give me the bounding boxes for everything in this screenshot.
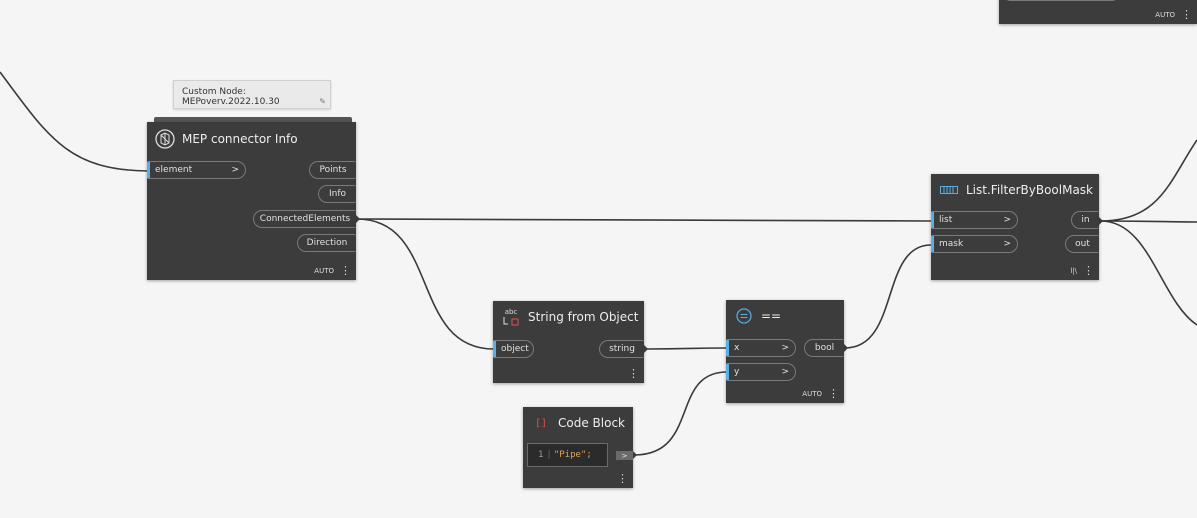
wire-connected-to-list[interactable] [356, 218, 932, 222]
port-label: element [155, 165, 193, 175]
port-label: bool [814, 343, 835, 353]
port-label: out [1075, 239, 1090, 249]
node-footer: AUTO ⋮ [802, 387, 839, 400]
port-label: Info [328, 189, 347, 199]
input-port-list[interactable]: list > [931, 211, 1018, 229]
nub-bool-out [844, 344, 848, 352]
nub-filter-in-out [1099, 217, 1103, 225]
node-title: Code Block [558, 416, 625, 430]
node-title: == [761, 309, 782, 323]
node-header[interactable]: MEP connector Info [147, 122, 356, 156]
port-label: ConnectedElements [259, 214, 351, 224]
node-footer: ⋮ [622, 367, 639, 380]
input-port-mask[interactable]: mask > [931, 235, 1018, 253]
port-label: y [734, 367, 740, 377]
string-icon: abc [501, 307, 521, 327]
lacing-label: AUTO [1155, 10, 1175, 19]
port-arrow: > [231, 165, 239, 175]
output-port-string[interactable]: string [599, 340, 644, 358]
port-arrow: > [621, 451, 628, 460]
more-icon[interactable]: ⋮ [828, 387, 839, 400]
port-label: object [501, 344, 529, 354]
node-list-filter-by-bool-mask[interactable]: List.FilterByBoolMask list > mask > in o… [931, 174, 1099, 280]
output-port-code[interactable]: > [616, 451, 633, 460]
port-label: Points [319, 165, 347, 175]
node-equals[interactable]: == x > y > bool AUTO ⋮ [726, 300, 844, 403]
custom-node-icon [155, 129, 175, 149]
node-footer: ⋮ [611, 472, 628, 485]
port-label: in [1081, 215, 1090, 225]
node-footer: AUTO ⋮ [314, 264, 351, 277]
list-icon [939, 180, 959, 200]
tooltip-text: Custom Node: MEPoverv.2022.10.30 [182, 87, 280, 107]
input-port-y[interactable]: y > [726, 363, 796, 381]
node-header[interactable]: abc String from Object [493, 301, 644, 333]
output-port-direction[interactable]: Direction [297, 234, 356, 252]
port-label: x [734, 343, 740, 353]
wire-element-input[interactable] [0, 71, 149, 172]
lacing-label: l|\ [1070, 266, 1077, 275]
line-number: 1 [538, 450, 544, 460]
more-icon[interactable]: ⋮ [340, 264, 351, 277]
wire-in-out-2[interactable] [1100, 220, 1197, 223]
node-string-from-object[interactable]: abc String from Object object string ⋮ [493, 301, 644, 383]
port-label: string [609, 344, 635, 354]
port-arrow: > [781, 367, 789, 377]
nub-code-out [633, 451, 637, 459]
nub-string-out [644, 345, 648, 353]
port-label: list [939, 215, 953, 225]
wire-in-out-1[interactable] [1100, 139, 1197, 222]
wire-bool-to-mask[interactable] [844, 244, 932, 349]
wire-connected-to-object[interactable] [356, 218, 495, 350]
node-header[interactable]: == [726, 300, 844, 332]
node-footer: AUTO ⋮ [1155, 8, 1192, 21]
lacing-label: AUTO [314, 266, 334, 275]
node-title: String from Object [528, 310, 639, 324]
more-icon[interactable]: ⋮ [628, 367, 639, 380]
custom-node-stack [154, 117, 352, 123]
code-editor[interactable]: 1 | "Pipe"; [527, 443, 608, 467]
output-port-bool[interactable]: bool [804, 339, 844, 357]
output-port-info[interactable]: Info [318, 185, 356, 203]
node-code-block[interactable]: [] Code Block 1 | "Pipe"; > ⋮ [523, 407, 633, 488]
more-icon[interactable]: ⋮ [1181, 8, 1192, 21]
partial-node-top-right[interactable]: AUTO ⋮ [999, 0, 1197, 24]
lacing-label: AUTO [802, 389, 822, 398]
node-mep-connector-info[interactable]: MEP connector Info element > Points Info… [147, 122, 356, 280]
port-arrow: > [1003, 215, 1011, 225]
line-separator: | [546, 450, 552, 460]
wire-in-out-3[interactable] [1100, 220, 1197, 326]
port-arrow: > [781, 343, 789, 353]
port-arrow: > [1003, 239, 1011, 249]
input-port-element[interactable]: element > [147, 161, 246, 179]
equals-icon [734, 306, 754, 326]
port-label: mask [939, 239, 964, 249]
output-port-out[interactable]: out [1065, 235, 1099, 253]
code-text: "Pipe"; [553, 450, 592, 460]
input-port-object[interactable]: object [493, 340, 534, 358]
output-port-connected-elements[interactable]: ConnectedElements [253, 210, 356, 228]
output-port-in[interactable]: in [1071, 211, 1099, 229]
custom-node-tooltip: Custom Node: MEPoverv.2022.10.30 ✎ [173, 80, 331, 109]
more-icon[interactable]: ⋮ [1083, 264, 1094, 277]
nub-mep-out [356, 215, 360, 223]
code-block-icon: [] [534, 417, 548, 429]
node-title: MEP connector Info [182, 132, 298, 146]
wire-code-to-y[interactable] [633, 371, 728, 456]
partial-port[interactable] [1004, 0, 1118, 1]
pin-icon[interactable]: ✎ [319, 97, 326, 106]
icon-label: abc [504, 308, 518, 316]
wire-string-to-x[interactable] [646, 347, 728, 350]
input-port-x[interactable]: x > [726, 339, 796, 357]
output-port-points[interactable]: Points [309, 161, 356, 179]
more-icon[interactable]: ⋮ [617, 472, 628, 485]
port-label: Direction [306, 238, 348, 248]
node-header[interactable]: List.FilterByBoolMask [931, 174, 1099, 206]
node-footer: l|\ ⋮ [1070, 264, 1094, 277]
node-header[interactable]: [] Code Block [523, 407, 633, 439]
node-title: List.FilterByBoolMask [966, 183, 1094, 197]
